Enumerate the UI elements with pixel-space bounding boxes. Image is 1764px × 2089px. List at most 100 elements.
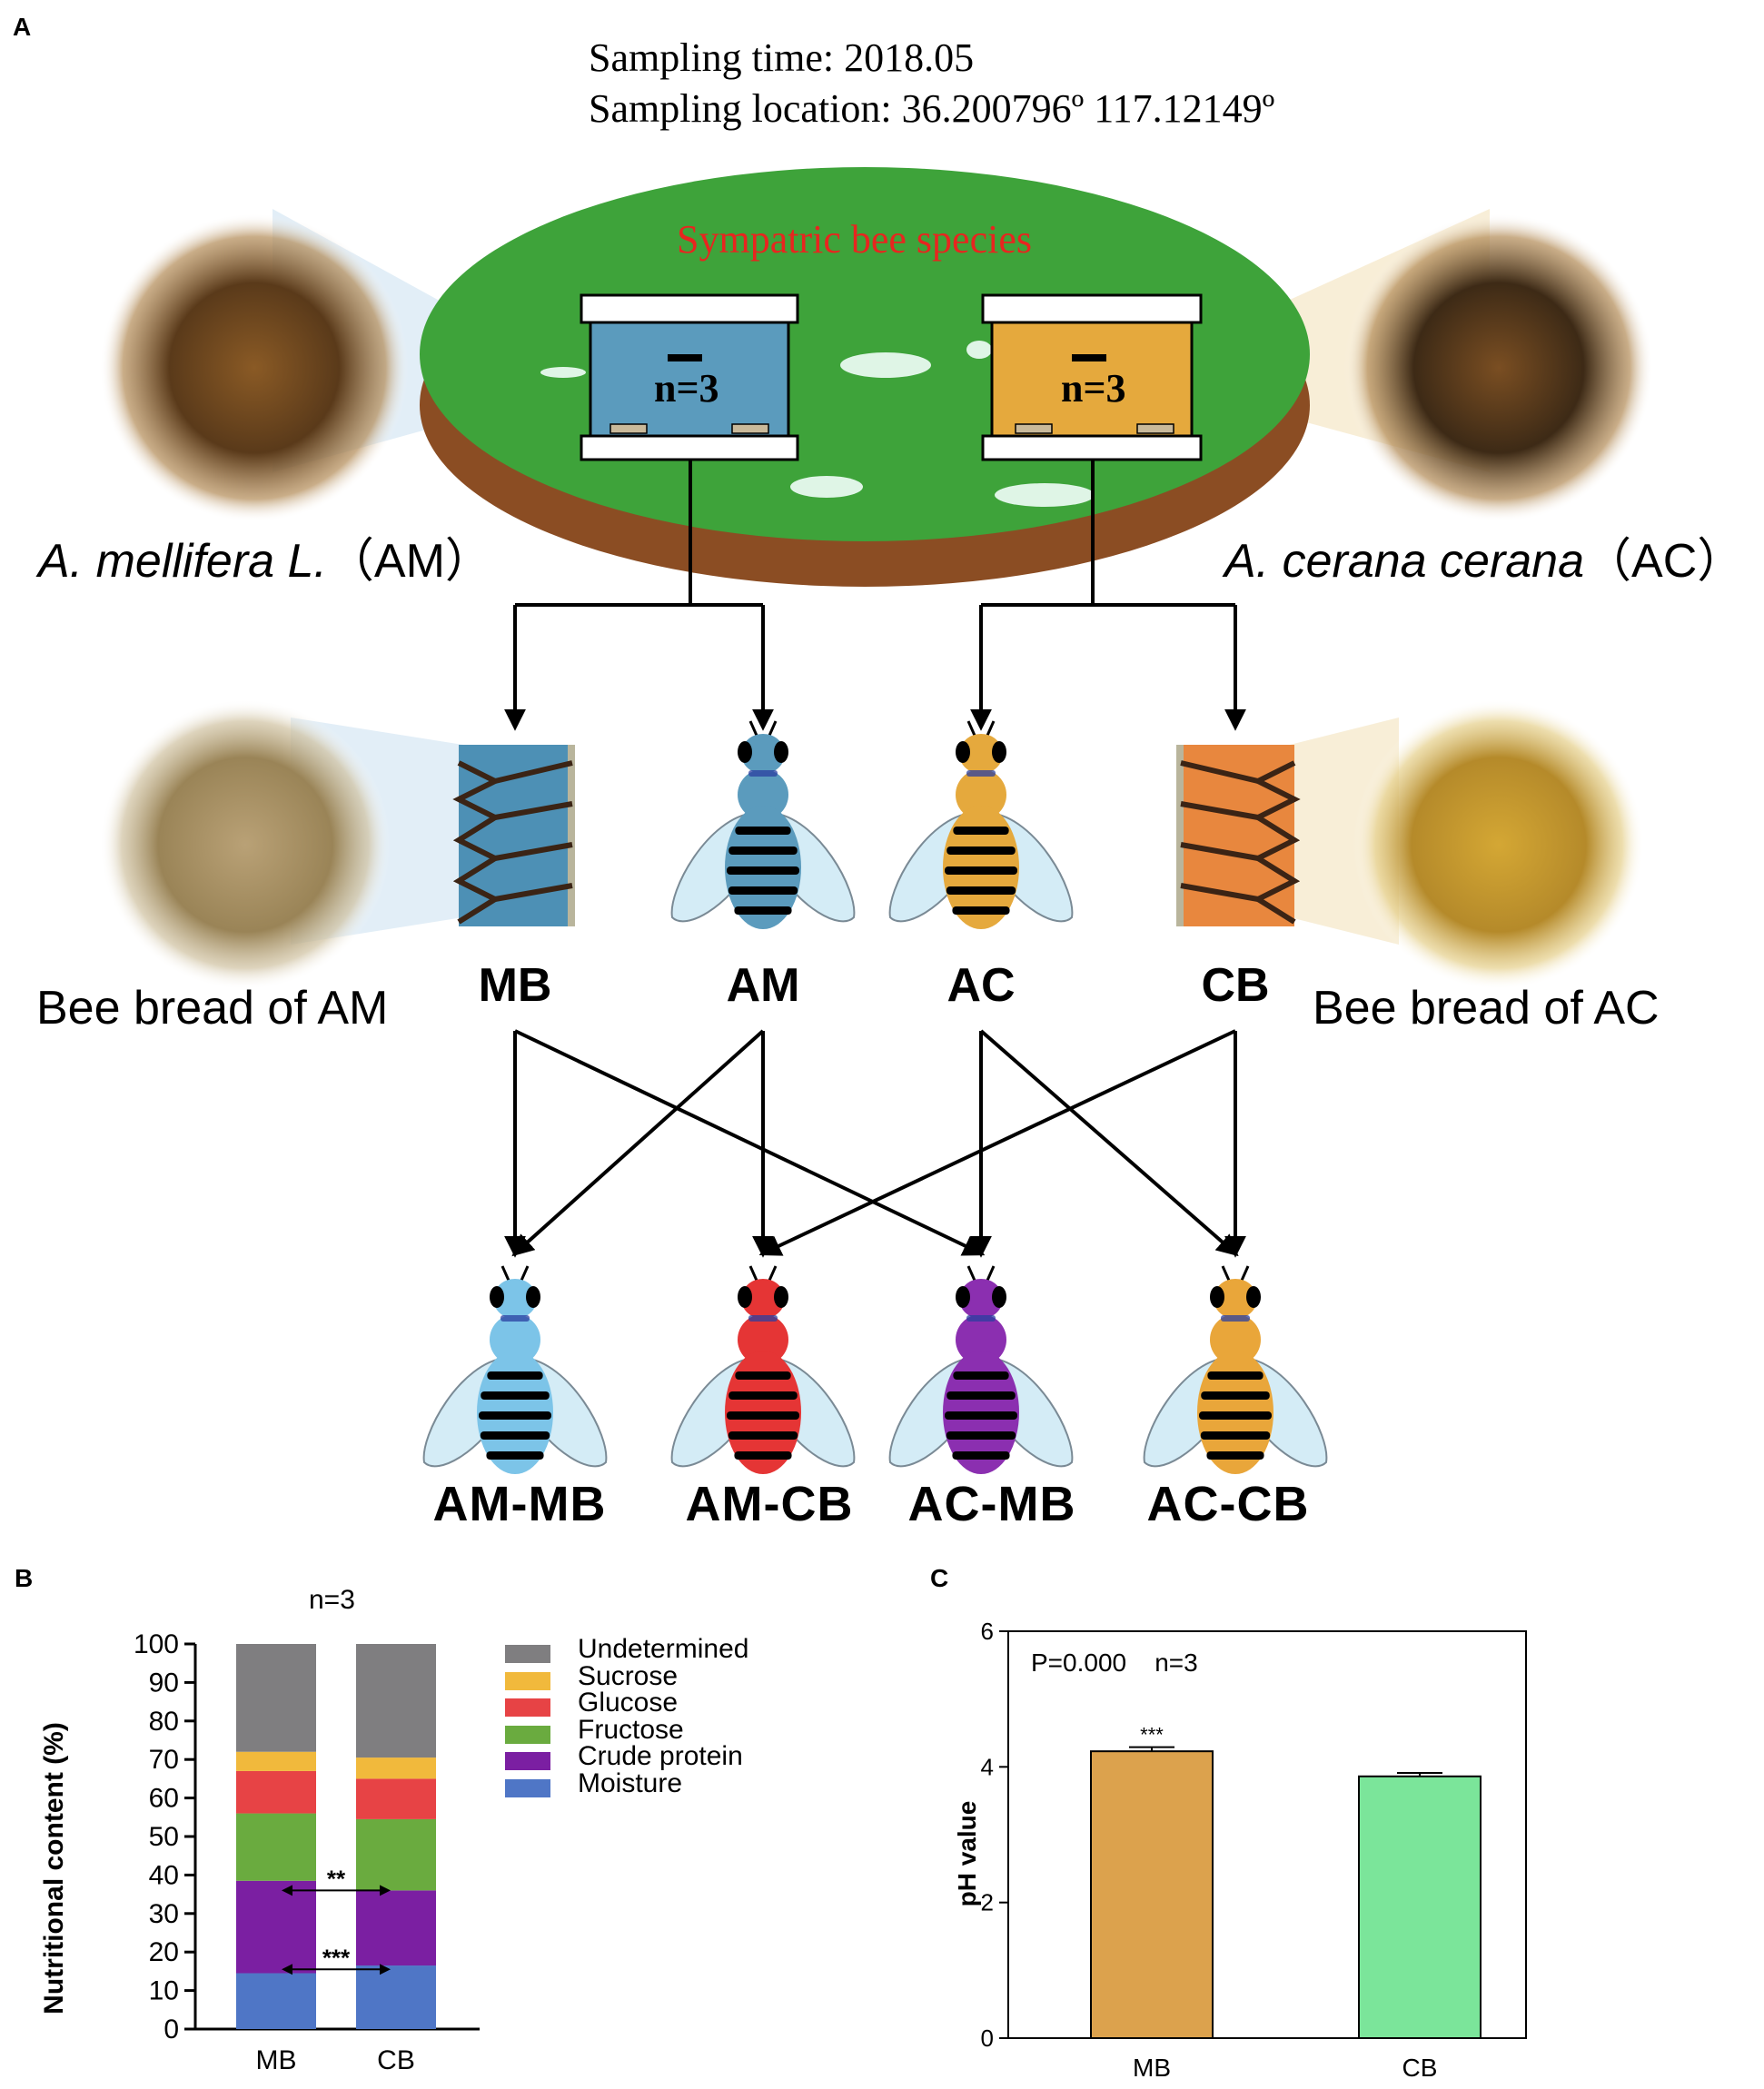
chart-c-x-tick-label: MB bbox=[1133, 2054, 1171, 2082]
island-patch bbox=[790, 476, 863, 498]
island-patch bbox=[840, 352, 931, 378]
panel-a-letter: A bbox=[13, 13, 32, 41]
chart-c-bar bbox=[1358, 1775, 1482, 2039]
chart-b-bar-segment bbox=[236, 1770, 316, 1814]
chart-b-bar-segment bbox=[356, 1778, 436, 1819]
chart-b-y-tick-label: 90 bbox=[149, 1668, 179, 1698]
chart-b-legend-label: Glucose bbox=[578, 1688, 679, 1718]
chart-b-y-tick-label: 40 bbox=[149, 1860, 179, 1890]
chart-b-x-tick-label: CB bbox=[377, 2045, 415, 2075]
chart-b-x-tick-label: MB bbox=[256, 2045, 297, 2075]
chart-c-frame bbox=[1007, 1630, 1527, 2039]
chart-b-bar-segment bbox=[236, 1644, 316, 1752]
island-title: Sympatric bee species bbox=[677, 217, 1032, 262]
chart-b-legend-swatch bbox=[505, 1645, 550, 1663]
sampling-time: Sampling time: 2018.05 bbox=[589, 35, 975, 80]
hive-am-count: n=3 bbox=[654, 366, 719, 411]
group-am-cb: AM-CB bbox=[685, 1477, 854, 1531]
species-am-name: A. mellifera L. bbox=[38, 535, 327, 588]
comb-cb bbox=[1176, 745, 1301, 926]
honeycomb-photo-ac bbox=[1344, 213, 1653, 522]
chart-b-y-tick-label: 60 bbox=[149, 1784, 179, 1814]
bee-am-cb bbox=[670, 1265, 856, 1474]
bee-ac-cb bbox=[1143, 1265, 1328, 1474]
chart-b-bar-segment bbox=[356, 1757, 436, 1779]
hive-connectors bbox=[504, 460, 1246, 731]
group-ac-mb: AC-MB bbox=[907, 1477, 1076, 1531]
chart-c-annotation: P=0.000 n=3 bbox=[1031, 1648, 1198, 1677]
chart-b-bar-segment bbox=[356, 1890, 436, 1966]
group-am-mb: AM-MB bbox=[432, 1477, 607, 1531]
island-patch bbox=[995, 483, 1095, 507]
bee-am bbox=[670, 720, 856, 929]
chart-b-bar-segment bbox=[236, 1751, 316, 1771]
species-am-code: （AM） bbox=[326, 535, 492, 588]
chart-b-y-tick-label: 30 bbox=[149, 1899, 179, 1929]
chart-b-y-tick-label: 10 bbox=[149, 1976, 179, 2006]
chart-b-y-tick-label: 20 bbox=[149, 1937, 179, 1967]
chart-b-title: n=3 bbox=[309, 1585, 355, 1615]
chart-b-y-tick-label: 0 bbox=[164, 2015, 179, 2044]
species-ac-name: A. cerana cerana bbox=[1224, 535, 1585, 588]
species-ac-code: （AC） bbox=[1584, 535, 1745, 588]
node-am: AM bbox=[726, 959, 800, 1012]
hive-ac-count: n=3 bbox=[1061, 366, 1126, 411]
species-ac-label: A. cerana cerana（AC） bbox=[1224, 522, 1744, 590]
chart-b-y-tick-label: 50 bbox=[149, 1822, 179, 1852]
comb-mb bbox=[452, 745, 575, 926]
chart-b-y-tick-label: 70 bbox=[149, 1745, 179, 1775]
chart-b-legend-label: Crude protein bbox=[578, 1741, 743, 1771]
chart-b-significance-arrow bbox=[282, 1885, 292, 1896]
chart-b-legend-swatch bbox=[505, 1725, 550, 1744]
panel-b-letter: B bbox=[15, 1564, 34, 1592]
bee-ac-mb bbox=[888, 1265, 1074, 1474]
chart-b-bar-segment bbox=[356, 1965, 436, 2029]
node-cb: CB bbox=[1201, 959, 1270, 1012]
panel-c-letter: C bbox=[930, 1564, 949, 1592]
island-patch bbox=[540, 367, 586, 378]
chart-b-legend-swatch bbox=[505, 1778, 550, 1797]
island-patch bbox=[966, 341, 992, 359]
chart-b-significance-arrow bbox=[282, 1964, 292, 1975]
bee-bread-ac-label: Bee bread of AC bbox=[1313, 982, 1660, 1035]
hive-ac bbox=[981, 293, 1203, 461]
chart-b-y-tick-label: 80 bbox=[149, 1707, 179, 1737]
chart-c-y-tick-label: 4 bbox=[981, 1753, 994, 1780]
chart-b-significance-label: *** bbox=[322, 1944, 351, 1971]
chart-b-y-tick-label: 100 bbox=[134, 1629, 179, 1659]
chart-b-significance-arrow bbox=[380, 1885, 391, 1896]
group-ac-cb: AC-CB bbox=[1146, 1477, 1310, 1531]
hive-am bbox=[580, 293, 799, 461]
species-am-label: A. mellifera L.（AM） bbox=[38, 522, 492, 590]
chart-b-legend-label: Undetermined bbox=[578, 1634, 749, 1664]
chart-b-bar-segment bbox=[356, 1818, 436, 1891]
chart-c-significance-label: *** bbox=[1140, 1724, 1164, 1747]
node-ac: AC bbox=[946, 959, 1016, 1012]
chart-b-bar-segment bbox=[236, 1973, 316, 2029]
chart-b-bar-segment bbox=[236, 1813, 316, 1881]
chart-c-y-tick-label: 0 bbox=[981, 2025, 994, 2052]
chart-c-bar bbox=[1090, 1750, 1214, 2040]
chart-b-bar-segment bbox=[236, 1880, 316, 1974]
chart-b-bar-segment bbox=[356, 1644, 436, 1758]
sampling-location: Sampling location: 36.200796º 117.12149º bbox=[589, 86, 1275, 131]
chart-b-significance-arrow bbox=[380, 1964, 391, 1975]
chart-c-y-tick-label: 6 bbox=[981, 1618, 994, 1645]
chart-c-y-tick-label: 2 bbox=[981, 1889, 994, 1916]
chart-c-x-tick-label: CB bbox=[1402, 2054, 1438, 2082]
bee-bread-photo-ac bbox=[1353, 699, 1644, 990]
bee-am-mb bbox=[422, 1265, 608, 1474]
cross-arrows bbox=[504, 1029, 1246, 1258]
chart-b-legend-label: Sucrose bbox=[578, 1660, 679, 1691]
bee-bread-photo-am bbox=[100, 699, 391, 990]
chart-b-legend-label: Moisture bbox=[578, 1767, 683, 1798]
honeycomb-photo-am bbox=[100, 213, 409, 522]
chart-b-legend-swatch bbox=[505, 1671, 550, 1690]
chart-b-legend-swatch bbox=[505, 1752, 550, 1770]
chart-b-legend-swatch bbox=[505, 1698, 550, 1717]
chart-b-significance-label: ** bbox=[327, 1865, 346, 1892]
node-mb: MB bbox=[478, 959, 552, 1012]
